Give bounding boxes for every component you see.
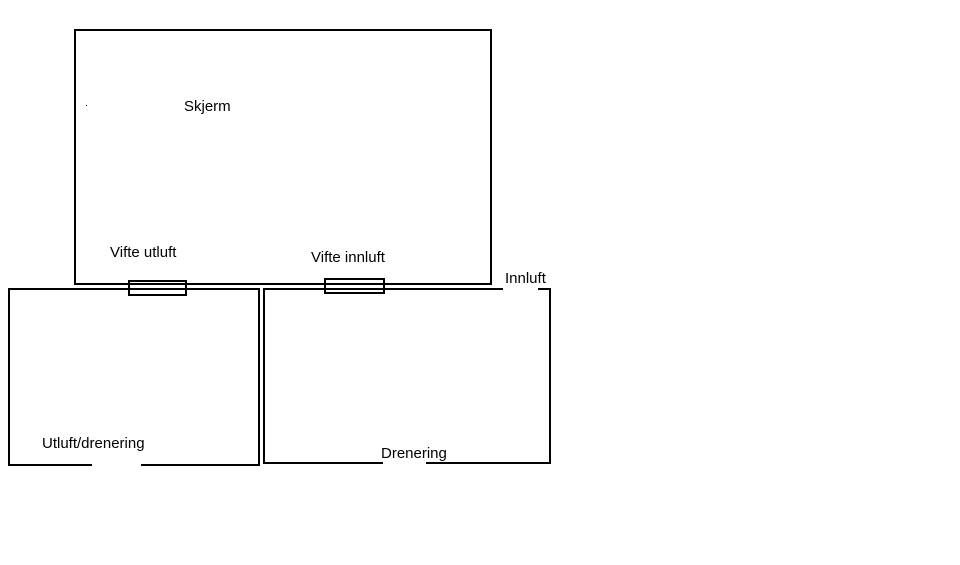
drain-compartment-right: [426, 288, 551, 464]
screen-box: [74, 29, 492, 285]
exhaust-drain-compartment: [8, 288, 260, 466]
stray-dot: [86, 105, 87, 106]
fan-exhaust-box: [128, 280, 187, 296]
drain-label: Drenering: [381, 445, 447, 462]
screen-label: Skjerm: [184, 98, 231, 115]
air-inlet-label: Innluft: [505, 270, 547, 287]
drain-compartment: [263, 288, 503, 464]
fan-exhaust-label: Vifte utluft: [110, 244, 177, 261]
fan-intake-label: Vifte innluft: [311, 249, 386, 266]
fan-intake-box: [324, 278, 385, 294]
exhaust-drain-label: Utluft/drenering: [42, 435, 145, 452]
